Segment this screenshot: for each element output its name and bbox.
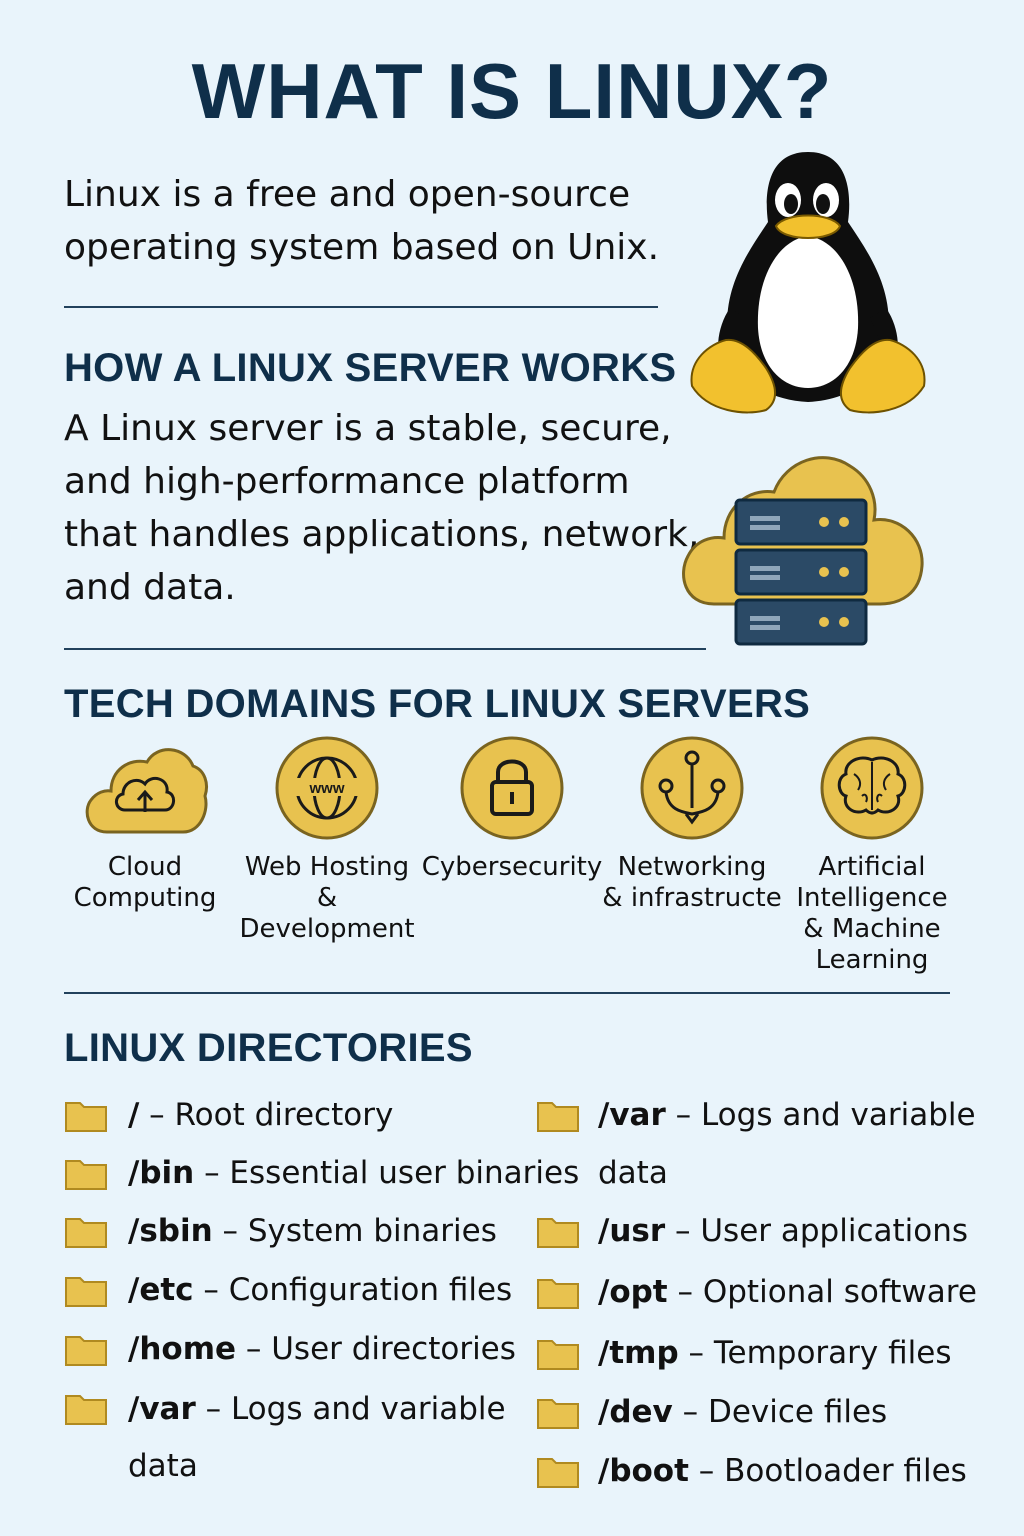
directory-path: /dev <box>598 1394 673 1430</box>
directory-item: /sbin – System binaries <box>128 1202 497 1260</box>
directory-desc-continued: data <box>128 1448 198 1484</box>
directory-desc-continued: data <box>598 1155 668 1191</box>
directory-path: /sbin <box>128 1213 213 1249</box>
domains-heading: TECH DOMAINS FOR LINUX SERVERS <box>64 682 811 726</box>
directory-desc: – Device files <box>672 1394 888 1430</box>
directory-desc: – User applications <box>665 1213 969 1249</box>
folder-icon <box>65 1160 107 1190</box>
domain-label: Artificial <box>818 852 926 882</box>
domain-label: Networking <box>617 852 767 882</box>
domain-cybersecurity: Cybersecurity <box>417 736 607 883</box>
directory-desc: – Bootloader files <box>688 1453 967 1489</box>
globe-www-icon: www <box>275 736 379 840</box>
directory-desc: – User directories <box>236 1331 516 1367</box>
folder-icon <box>65 1277 107 1307</box>
directory-item: /var – Logs and variable <box>598 1086 976 1144</box>
directory-desc: – Configuration files <box>193 1272 513 1308</box>
directory-path: /home <box>128 1331 237 1367</box>
directory-item: /var – Logs and variable <box>128 1380 506 1438</box>
divider <box>64 992 950 994</box>
domain-label: Cybersecurity <box>421 852 603 882</box>
directory-item: /usr – User applications <box>598 1202 968 1260</box>
folder-icon <box>537 1279 579 1309</box>
domain-web-hosting: www Web Hosting & Development <box>232 736 422 945</box>
domain-label: Web Hosting <box>244 852 410 882</box>
directory-desc: – Optional software <box>667 1274 977 1310</box>
directory-item: /opt – Optional software <box>598 1263 977 1321</box>
directory-item: /bin – Essential user binaries <box>128 1144 579 1202</box>
directory-path: /etc <box>128 1272 194 1308</box>
domain-networking: Networking & infrastructe <box>597 736 787 914</box>
directory-desc: – System binaries <box>212 1213 497 1249</box>
directory-path: / <box>128 1097 140 1133</box>
directory-item: / – Root directory <box>128 1086 393 1144</box>
directory-desc: – Temporary files <box>678 1335 952 1371</box>
network-icon <box>640 736 744 840</box>
folder-icon <box>65 1102 107 1132</box>
folder-icon <box>537 1340 579 1370</box>
cloud-upload-icon <box>85 748 208 834</box>
lock-icon <box>460 736 564 840</box>
directory-path: /boot <box>598 1453 689 1489</box>
directory-item: /tmp – Temporary files <box>598 1324 951 1382</box>
folder-icon <box>65 1218 107 1248</box>
directory-path: /opt <box>598 1274 668 1310</box>
directory-item: /home – User directories <box>128 1320 516 1378</box>
folder-icon <box>65 1395 107 1425</box>
divider <box>64 306 658 308</box>
domain-label: Cloud <box>107 852 183 882</box>
domain-label: Computing <box>73 883 217 913</box>
cloud-server-icon <box>682 456 924 646</box>
directory-path: /usr <box>598 1213 666 1249</box>
domain-ai-ml: Artificial Intelligence & Machine Learni… <box>777 736 967 976</box>
intro-text: Linux is a free and open-source operatin… <box>64 174 660 268</box>
directory-path: /tmp <box>598 1335 679 1371</box>
directory-path: /var <box>128 1391 196 1427</box>
directory-desc: – Logs and variable <box>195 1391 506 1427</box>
domain-label: Intelligence <box>796 883 948 913</box>
brain-icon <box>820 736 924 840</box>
tux-penguin-icon <box>690 152 926 414</box>
divider <box>64 648 706 650</box>
directory-desc: – Logs and variable <box>665 1097 976 1133</box>
directory-item: /boot – Bootloader files <box>598 1442 967 1500</box>
directory-path: /bin <box>128 1155 195 1191</box>
domain-label: & infrastructe <box>602 883 782 913</box>
folder-icon <box>65 1336 107 1366</box>
directory-path: /var <box>598 1097 666 1133</box>
svg-text:www: www <box>308 780 344 797</box>
folder-icon <box>537 1399 579 1429</box>
directory-desc: – Root directory <box>139 1097 394 1133</box>
directory-desc: – Essential user binaries <box>194 1155 580 1191</box>
domain-label: Learning <box>815 945 929 975</box>
directory-item: /dev – Device files <box>598 1383 887 1441</box>
folder-icon <box>537 1458 579 1488</box>
server-description: A Linux server is a stable, secure, and … <box>64 408 700 608</box>
server-heading: HOW A LINUX SERVER WORKS <box>64 346 677 390</box>
directory-item: /etc – Configuration files <box>128 1261 512 1319</box>
domain-label: & Machine <box>803 914 941 944</box>
page-title: WHAT IS LINUX? <box>191 47 833 135</box>
domain-cloud-computing: Cloud Computing <box>50 738 240 914</box>
directories-heading: LINUX DIRECTORIES <box>64 1026 473 1070</box>
folder-icon <box>537 1218 579 1248</box>
domain-label: & Development <box>239 883 415 944</box>
folder-icon <box>537 1102 579 1132</box>
